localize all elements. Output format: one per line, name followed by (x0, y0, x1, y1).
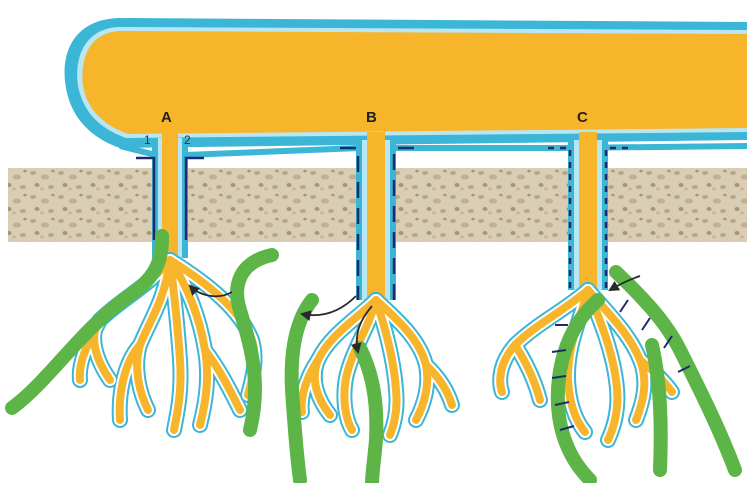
main-trunk (65, 18, 747, 148)
label-c: C (577, 109, 588, 126)
roots-a (80, 260, 255, 430)
label-a: A (161, 109, 172, 126)
trunk-base-lines (120, 146, 747, 156)
marker-1: 1 (144, 133, 151, 147)
label-b: B (366, 109, 377, 126)
hypha-b-right (360, 348, 376, 483)
hypha-c-mid (652, 345, 661, 470)
hypha-c-left (558, 300, 598, 480)
marker-2: 2 (184, 133, 191, 147)
hypha-c-right (616, 272, 735, 470)
